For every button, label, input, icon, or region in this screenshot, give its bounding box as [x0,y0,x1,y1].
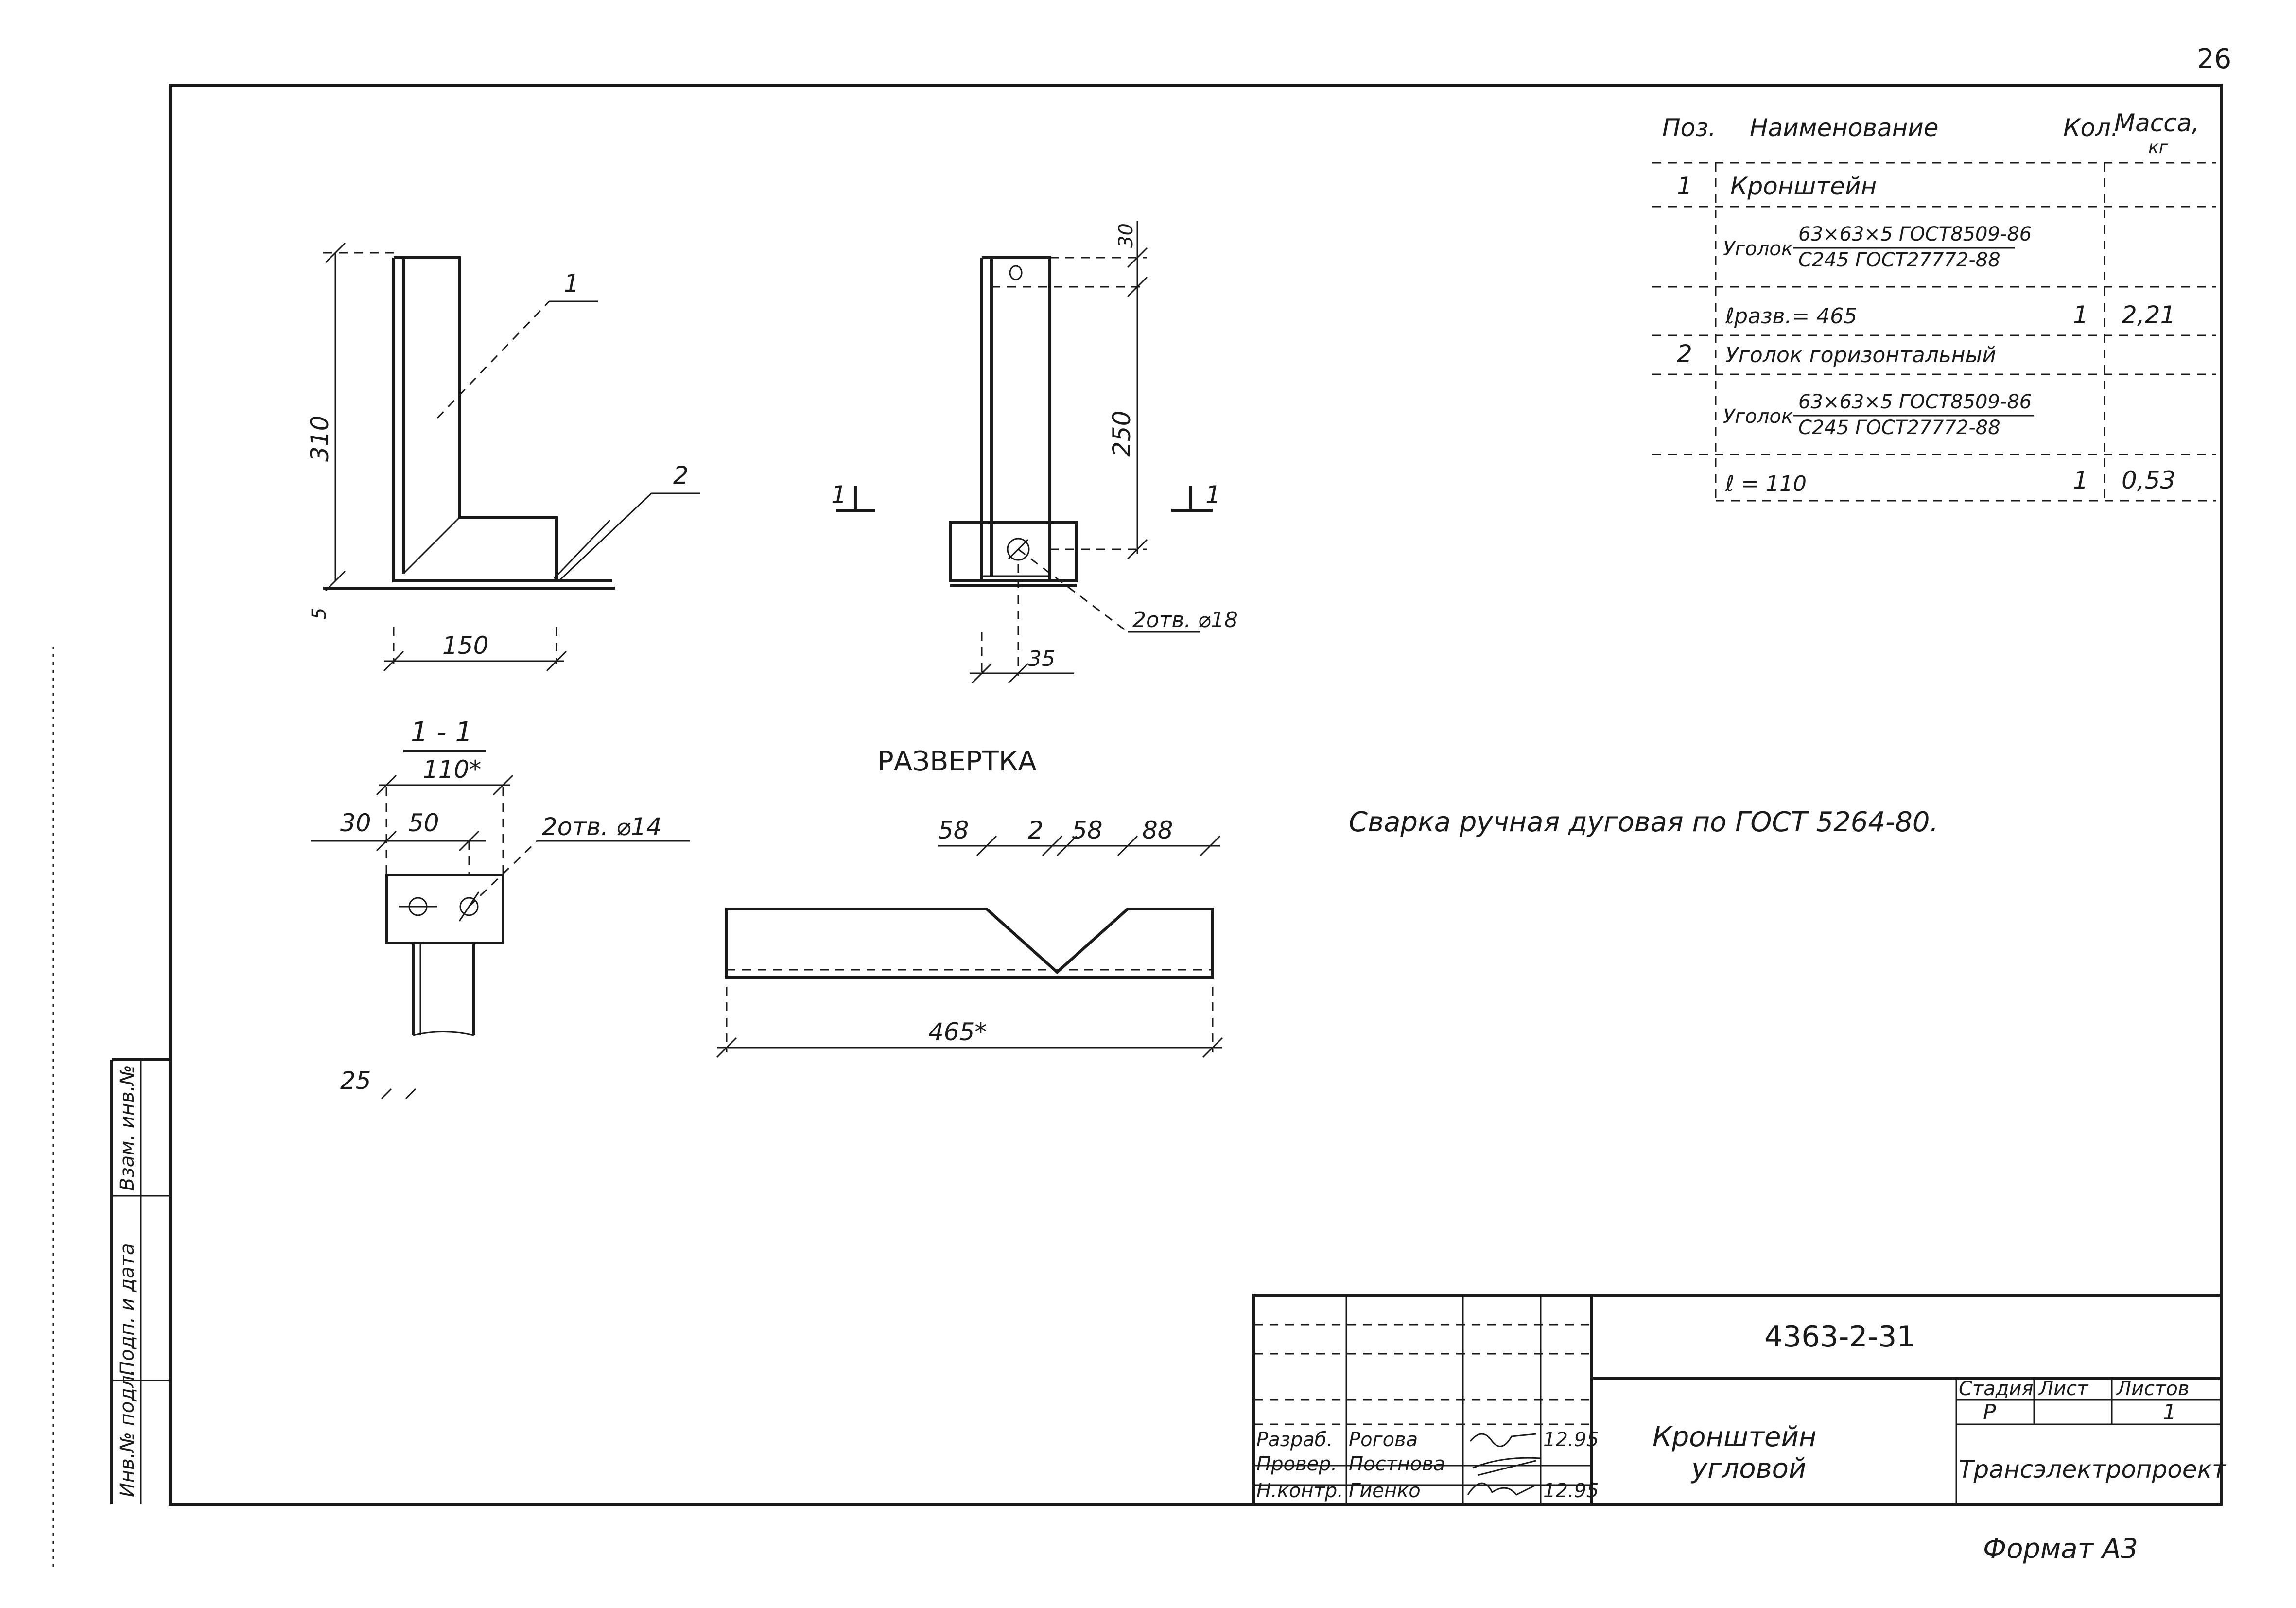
section-dim-25: 25 [340,1066,371,1095]
spec-table: Поз. Наименование Кол. Масса, кг 1 Кронш… [1652,109,2216,502]
development-dim-2: 2 [1028,816,1044,844]
spec-header-pos: Поз. [1662,114,1716,142]
front-dim-width: 150 [442,631,488,660]
development-title: РАЗВЕРТКА [877,746,1037,777]
front-dim-height: 310 [306,416,334,462]
sheets-label: Листов [2116,1378,2189,1400]
stage-label: Стадия [1959,1378,2033,1400]
spec-header-mass-unit: кг [2148,138,2169,157]
signature-developer [1469,1433,1536,1447]
name-checker: Постнова [1349,1453,1445,1475]
spec-row2-num: 63×63×5 ГОСТ8509-86 [1798,223,2032,245]
spec-row2-prefix: Уголок [1723,238,1793,260]
date-developer: 12.95 [1543,1429,1599,1451]
sheets-value: 1 [2163,1400,2176,1425]
spec-row2-den: С245 ГОСТ27772-88 [1798,249,2000,271]
side-holes-label: 2отв. ⌀18 [1132,608,1238,632]
section-mark-right: 1 [1205,481,1221,509]
name-developer: Рогова [1349,1429,1418,1451]
development-view: РАЗВЕРТКА 58 2 58 88 465* [716,746,1223,1058]
development-dim-4: 88 [1142,816,1173,844]
front-view: 1 2 310 5 150 [306,242,700,672]
stage-value: Р [1983,1400,1996,1425]
signature-checker [1472,1457,1541,1476]
development-dim-1: 58 [938,816,969,844]
spec-row3-name: ℓразв.= 465 [1725,304,1857,329]
role-developer: Разраб. [1256,1429,1333,1451]
role-normcontrol: Н.контр. [1256,1480,1343,1502]
spec-header-name: Наименование [1750,114,1939,142]
side-stamp-sign: Подп. и дата [116,1243,139,1376]
page-number: 26 [2197,43,2231,75]
organization: Трансэлектропроект [1959,1455,2227,1484]
front-leader-2: 2 [673,461,689,489]
spec-row1-name: Кронштейн [1730,172,1877,200]
side-dim-height: 250 [1108,411,1136,457]
spec-row4-pos: 2 [1677,340,1692,368]
sheet-label: Лист [2038,1378,2089,1400]
section-mark-left: 1 [831,481,847,509]
spec-row6-mass: 0,53 [2122,466,2175,494]
section-dim-50: 50 [408,809,439,837]
spec-row5-prefix: Уголок [1723,405,1793,428]
welding-note: Сварка ручная дуговая по ГОСТ 5264-80. [1349,806,1938,838]
spec-row6-name: ℓ = 110 [1725,472,1807,496]
title-line-2: угловой [1690,1453,1806,1485]
section-view: 1 - 1 110* 30 50 2отв. ⌀14 25 [311,717,690,1100]
spec-header-mass: Масса, [2114,109,2199,137]
format-label: Формат А3 [1983,1533,2138,1565]
name-normcontrol: Гиенко [1349,1480,1421,1502]
development-total: 465* [928,1018,987,1046]
front-dim-base: 5 [308,608,330,620]
side-stamp-inv: Инв.№ подл. [116,1369,139,1497]
doc-number: 4363-2-31 [1764,1320,1915,1354]
spec-row4-name: Уголок горизонтальный [1725,343,1996,367]
role-checker: Провер. [1256,1453,1337,1475]
section-dim-30: 30 [340,809,371,837]
sheet-frame [169,84,2223,1506]
section-title: 1 - 1 [411,717,472,748]
side-stamp-replace: Взам. инв.№ [116,1065,139,1191]
spec-row5-num: 63×63×5 ГОСТ8509-86 [1798,391,2032,413]
front-leader-1: 1 [564,269,579,297]
spec-row3-mass: 2,21 [2122,301,2175,329]
side-view: 1 1 30 250 2отв. ⌀18 35 [831,221,1238,684]
side-stamp: Инв.№ подл. Подп. и дата Взам. инв.№ [110,1058,170,1504]
section-holes-label: 2отв. ⌀14 [542,813,662,841]
spec-row6-qty: 1 [2073,466,2088,494]
spec-row3-qty: 1 [2073,301,2088,329]
spec-row1-pos: 1 [1677,172,1692,200]
development-dim-3: 58 [1072,816,1103,844]
signature-normcontrol [1467,1482,1536,1496]
side-dim-bottom: 35 [1028,647,1055,671]
side-dim-top: 30 [1115,223,1137,248]
date-normcontrol: 12.95 [1543,1480,1599,1502]
section-dim-total: 110* [423,755,481,784]
spec-header-qty: Кол. [2063,114,2119,142]
title-line-1: Кронштейн [1652,1421,1817,1453]
title-block: 4363-2-31 Кронштейн угловой Стадия Лист … [1252,1294,2227,1506]
spec-row5-den: С245 ГОСТ27772-88 [1798,417,2000,439]
